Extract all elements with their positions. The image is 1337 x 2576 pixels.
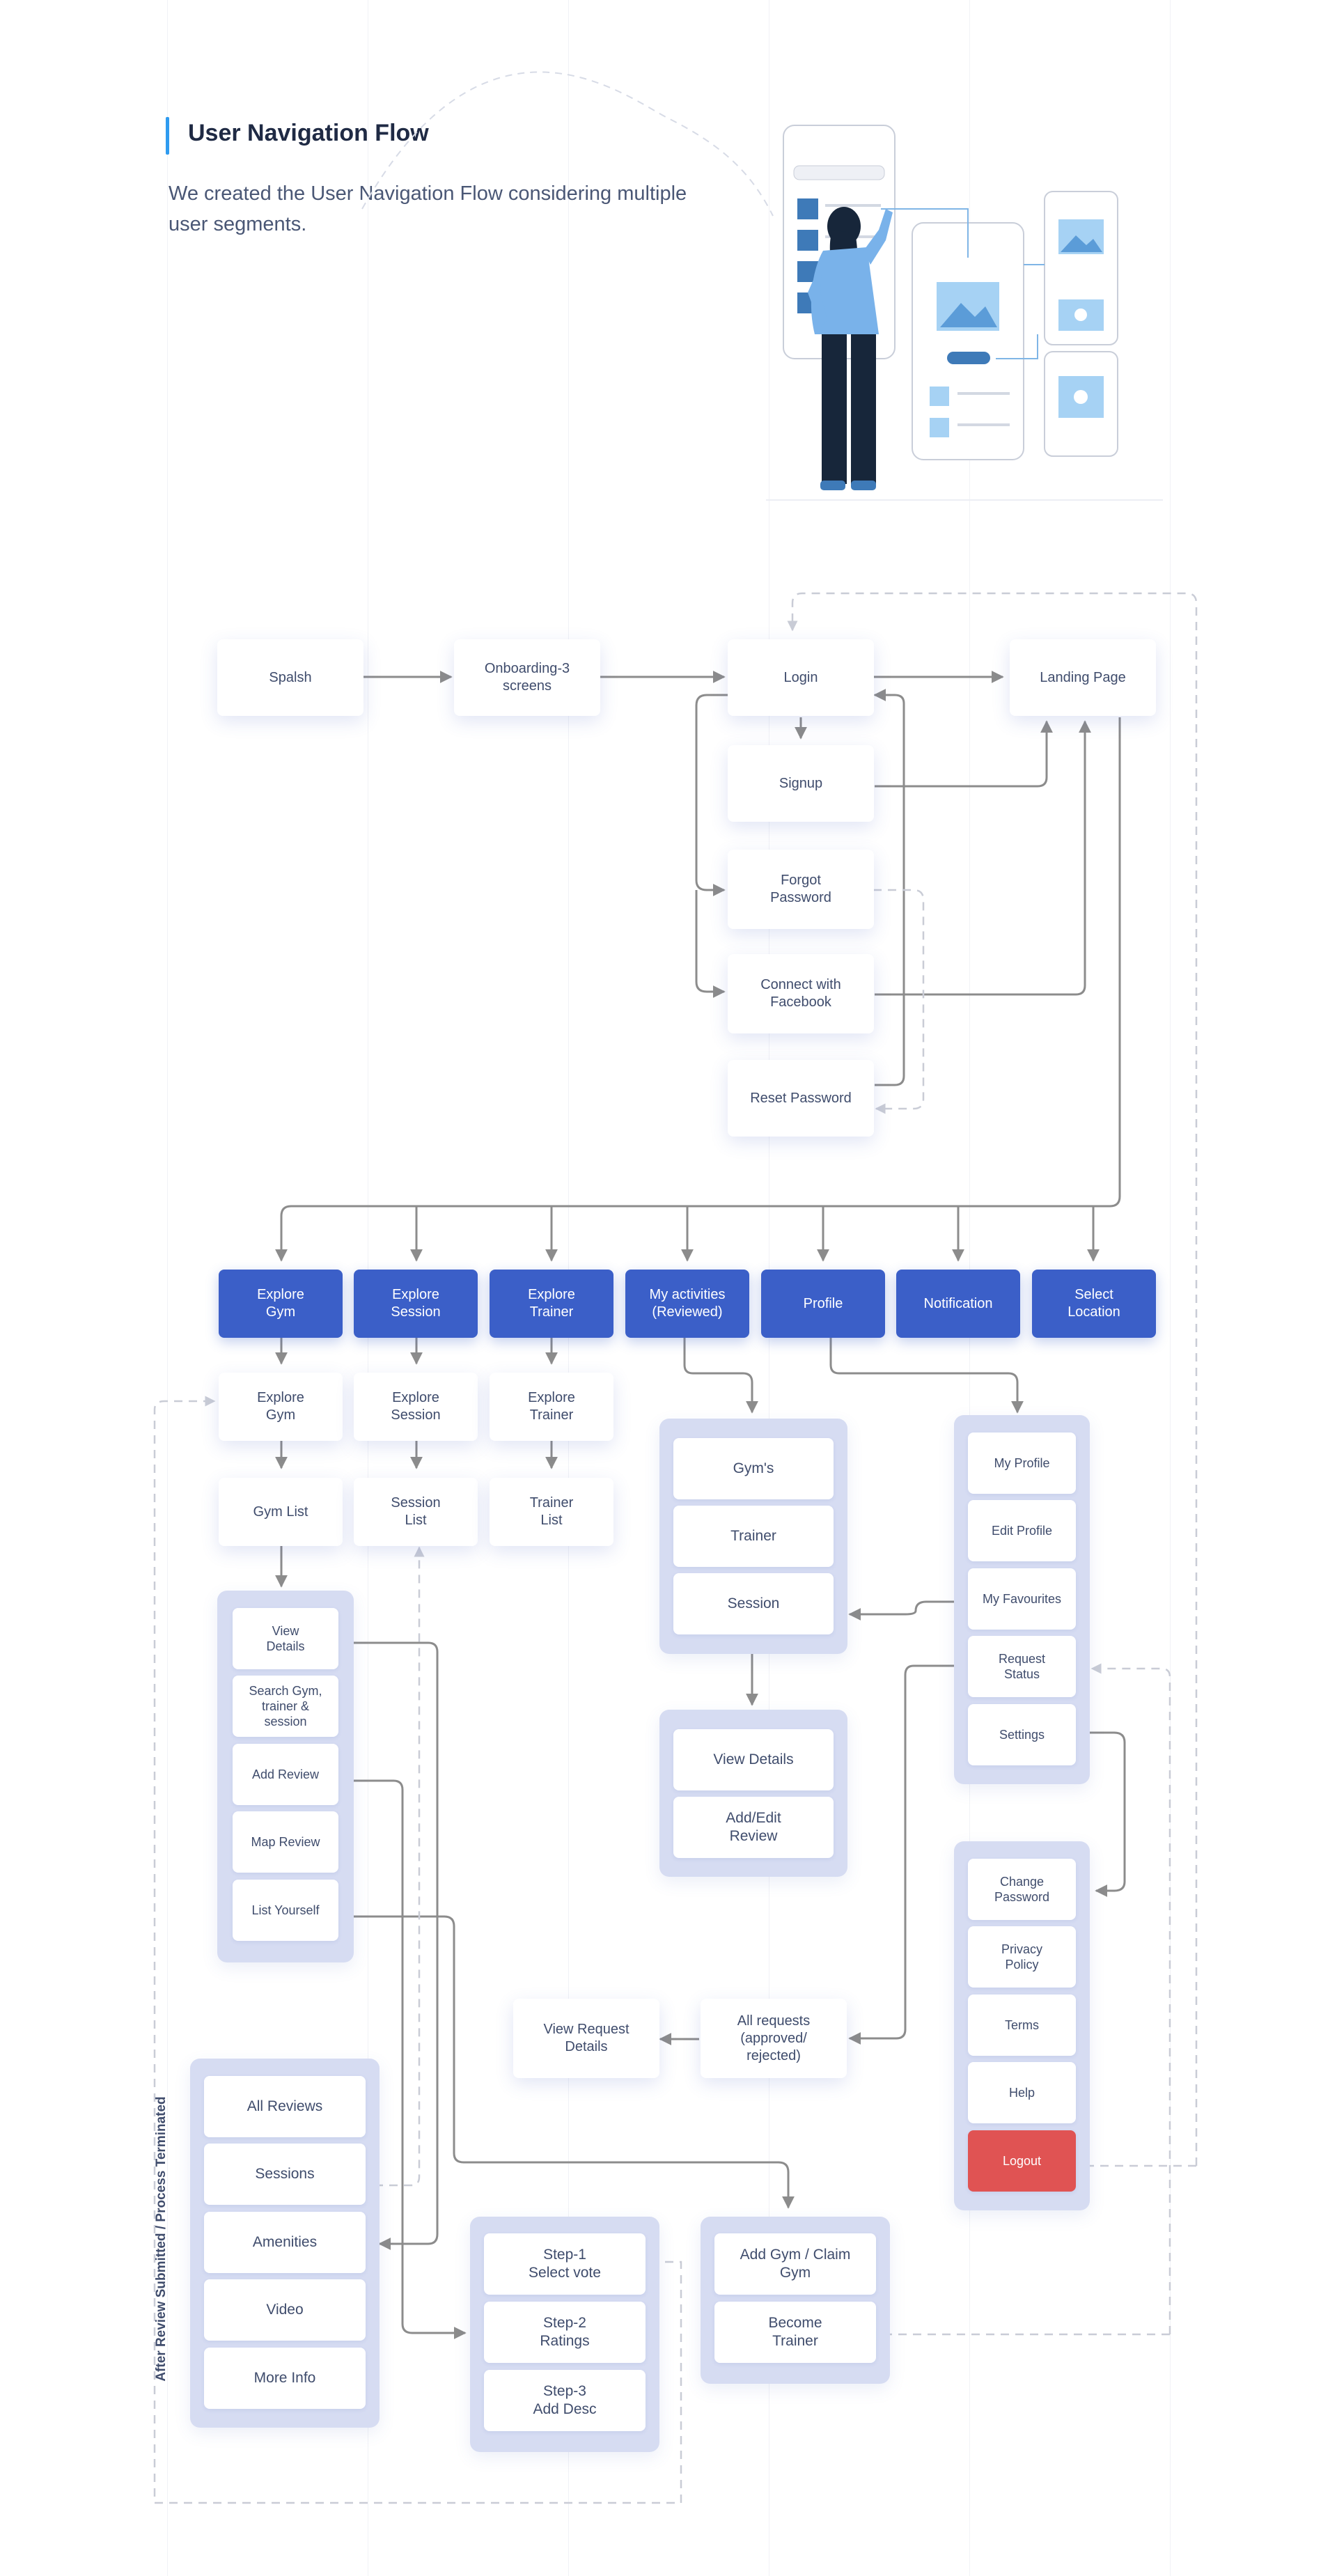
header-illustration — [361, 71, 1163, 501]
gym-menu-group: View Details Search Gym, trainer & sessi… — [217, 1591, 354, 1962]
logout-item: Logout — [968, 2130, 1076, 2192]
gym-menu-item: View Details — [233, 1608, 338, 1669]
profile-menu-item: My Favourites — [968, 1568, 1076, 1630]
settings-menu-item: Change Password — [968, 1859, 1076, 1920]
tab-notification: Notification — [896, 1270, 1020, 1338]
tab-explore-session: Explore Session — [354, 1270, 478, 1338]
settings-menu-item: Help — [968, 2062, 1076, 2123]
guide-line — [1170, 0, 1171, 2576]
gym-details-group: All Reviews Sessions Amenities Video Mor… — [190, 2059, 380, 2428]
activities-menu-item: Session — [673, 1573, 834, 1634]
review-step-item: Step-3 Add Desc — [484, 2370, 646, 2431]
activities-menu-item: Trainer — [673, 1506, 834, 1567]
forgot-password-node: Forgot Password — [728, 850, 874, 929]
tab-select-location: Select Location — [1032, 1270, 1156, 1338]
list-yourself-group: Add Gym / Claim Gym Become Trainer — [701, 2217, 890, 2384]
title-accent-bar — [166, 117, 169, 155]
gym-details-item: All Reviews — [204, 2076, 366, 2137]
list-yourself-item: Add Gym / Claim Gym — [714, 2233, 876, 2295]
gym-details-item: Video — [204, 2279, 366, 2341]
activity-details-item: View Details — [673, 1729, 834, 1790]
login-node: Login — [728, 639, 874, 716]
reset-password-node: Reset Password — [728, 1060, 874, 1137]
connect-facebook-node: Connect with Facebook — [728, 954, 874, 1033]
gym-menu-item: Add Review — [233, 1744, 338, 1805]
page-subtitle: We created the User Navigation Flow cons… — [169, 182, 687, 235]
review-steps-group: Step-1 Select vote Step-2 Ratings Step-3… — [470, 2217, 659, 2452]
explore-gym-node: Explore Gym — [219, 1373, 343, 1441]
explore-session-node: Explore Session — [354, 1373, 478, 1441]
gym-menu-item: Search Gym, trainer & session — [233, 1676, 338, 1737]
landing-page-node: Landing Page — [1010, 639, 1156, 716]
tab-explore-trainer: Explore Trainer — [490, 1270, 613, 1338]
settings-menu-item: Privacy Policy — [968, 1926, 1076, 1988]
settings-menu-item: Terms — [968, 1995, 1076, 2056]
guide-line — [167, 0, 168, 2576]
tab-profile: Profile — [761, 1270, 885, 1338]
splash-node: Spalsh — [217, 639, 363, 716]
gym-details-item: Amenities — [204, 2212, 366, 2273]
gym-details-item: Sessions — [204, 2144, 366, 2205]
tab-explore-gym: Explore Gym — [219, 1270, 343, 1338]
explore-trainer-node: Explore Trainer — [490, 1373, 613, 1441]
settings-menu-group: Change Password Privacy Policy Terms Hel… — [954, 1841, 1090, 2210]
gym-details-item: More Info — [204, 2348, 366, 2409]
review-step-item: Step-2 Ratings — [484, 2302, 646, 2363]
profile-menu-item: Edit Profile — [968, 1500, 1076, 1561]
activities-menu-item: Gym's — [673, 1438, 834, 1499]
profile-menu-group: My Profile Edit Profile My Favourites Re… — [954, 1415, 1090, 1784]
tab-my-activities: My activities (Reviewed) — [625, 1270, 749, 1338]
page-title: User Navigation Flow — [188, 120, 429, 146]
signup-node: Signup — [728, 745, 874, 822]
gym-menu-item: List Yourself — [233, 1880, 338, 1941]
all-requests-node: All requests (approved/ rejected) — [701, 1999, 847, 2078]
side-note-label: After Review Submitted / Process Termina… — [154, 2096, 169, 2382]
trainer-list-node: Trainer List — [490, 1478, 613, 1546]
profile-menu-item: Request Status — [968, 1636, 1076, 1697]
gym-menu-item: Map Review — [233, 1811, 338, 1873]
activities-menu-group: Gym's Trainer Session — [659, 1419, 847, 1654]
review-step-item: Step-1 Select vote — [484, 2233, 646, 2295]
session-list-node: Session List — [354, 1478, 478, 1546]
profile-menu-item: My Profile — [968, 1433, 1076, 1494]
profile-menu-item: Settings — [968, 1704, 1076, 1765]
onboarding-node: Onboarding-3 screens — [454, 639, 600, 716]
activity-details-group: View Details Add/Edit Review — [659, 1710, 847, 1877]
gym-list-node: Gym List — [219, 1478, 343, 1546]
view-request-details-node: View Request Details — [513, 1999, 659, 2078]
list-yourself-item: Become Trainer — [714, 2302, 876, 2363]
activity-details-item: Add/Edit Review — [673, 1797, 834, 1858]
